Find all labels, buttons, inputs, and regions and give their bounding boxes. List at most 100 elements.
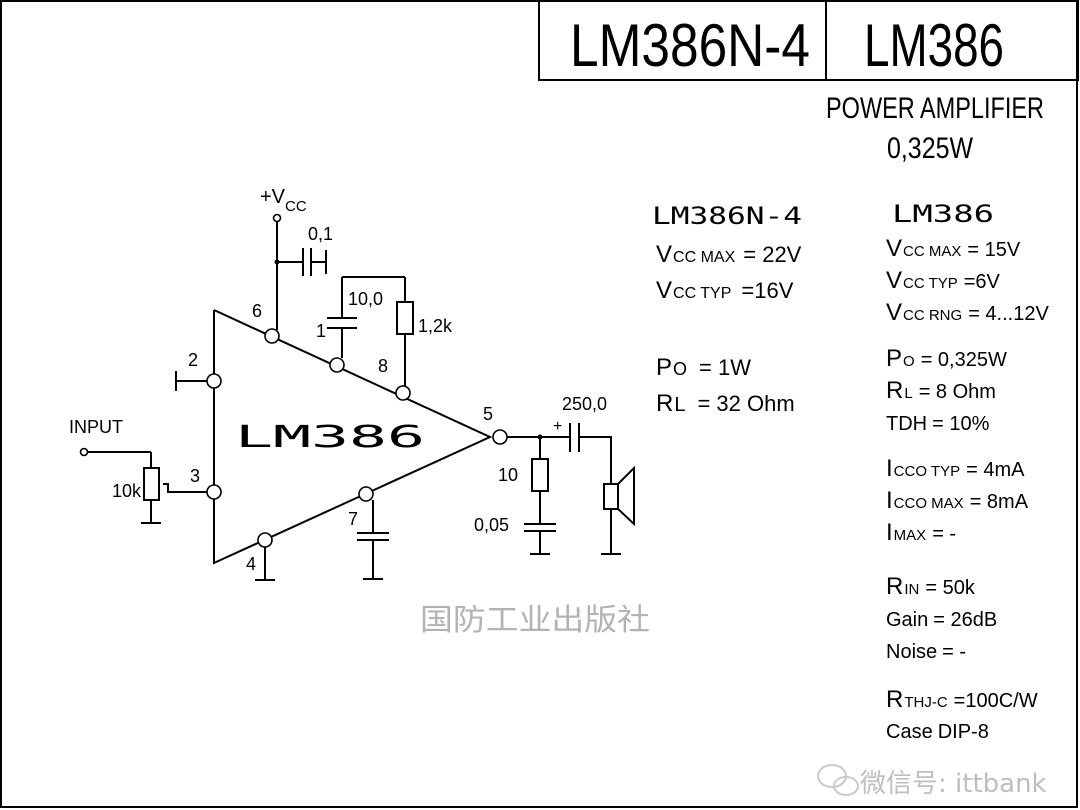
title-block: LM386N-4 LM386 POWER AMPLIFIER 0,325W (538, 0, 1079, 165)
spec-value: = 4...12V (968, 303, 1049, 325)
vcc-label: +V (260, 186, 286, 208)
pin-1 (329, 357, 345, 373)
spec-subscript: L (904, 385, 912, 402)
pin-3 (206, 484, 222, 500)
pin-5 (492, 429, 508, 445)
pin-8-label: 8 (378, 356, 388, 376)
spec-value: = 22V (743, 242, 801, 267)
spec-subscript: CC TYP (903, 275, 958, 292)
spec-symbol: Case (886, 721, 933, 743)
c-out-polarity: + (553, 418, 562, 435)
pin-6-label: 6 (252, 301, 262, 321)
spec-symbol: R (886, 377, 903, 404)
spec-subscript: CC MAX (673, 249, 736, 266)
r-zobel-body (531, 458, 549, 492)
pot-wiper (163, 483, 207, 493)
spec-symbol: I (886, 519, 893, 546)
spec-row: VCC TYP =16V (656, 277, 794, 304)
title-subtitle: POWER AMPLIFIER (826, 92, 1044, 125)
spec-subscript: O (673, 359, 687, 379)
circuit: LM386 +V CC 0,1 6 1 10,0 1,2k 8 (69, 186, 635, 581)
spec-symbol: P (656, 354, 672, 381)
pot-value: 10k (112, 481, 142, 501)
spec-symbol: Gain (886, 609, 928, 631)
spec-value: = 15V (967, 239, 1020, 261)
title-part-right: LM386 (864, 12, 1004, 79)
wechat-id: 微信号: ittbank (860, 769, 1047, 799)
vcc-sub-label: CC (285, 198, 307, 215)
spec-value: = 8mA (970, 491, 1029, 513)
r-zobel-value: 10 (498, 465, 518, 485)
c-zobel-value: 0,05 (474, 515, 509, 535)
spec-value: = 1W (699, 355, 751, 380)
spec-symbol: V (886, 267, 902, 294)
spec-subscript: MAX (894, 527, 927, 544)
c-out-lead (579, 436, 612, 484)
pin-3-label: 3 (190, 466, 200, 486)
spec-row: TDH= 10% (886, 413, 990, 435)
pin-7-label: 7 (348, 509, 358, 529)
spec-row: PO = 1W (656, 354, 751, 381)
spec-row: RL= 8 Ohm (886, 377, 996, 404)
spec-row: ICCO MAX= 8mA (886, 487, 1029, 514)
r-gain-value: 1,2k (418, 316, 453, 336)
spec-subscript: CC TYP (673, 285, 731, 302)
c-vcc-value: 0,1 (308, 224, 333, 244)
pin-2-label: 2 (188, 350, 198, 370)
spec-row: PO= 0,325W (886, 345, 1007, 372)
spec-value: = 0,325W (921, 349, 1007, 371)
spec-row: RTHJ-C=100C/W (886, 686, 1038, 713)
spec-row: RIN = 50k (886, 573, 976, 600)
spec-row: VCC TYP=6V (886, 267, 1001, 294)
spec-row: Noise= - (886, 641, 966, 663)
spec-symbol: V (656, 277, 672, 304)
wechat-watermark: 微信号: ittbank (817, 764, 1047, 799)
spec-value: =16V (741, 278, 793, 303)
input-label: INPUT (69, 417, 123, 437)
c-gain-value: 10,0 (348, 289, 383, 309)
spec-value: DIP-8 (938, 721, 989, 743)
spec-symbol: R (886, 573, 903, 600)
pin-5-label: 5 (483, 404, 493, 424)
input-terminal (79, 447, 89, 457)
publisher-watermark: 国防工业出版社 (420, 603, 650, 638)
speaker-coil (603, 483, 619, 510)
speaker-cone-icon (617, 465, 635, 527)
spec-symbol: I (886, 455, 893, 482)
spec-value: = 10% (932, 413, 989, 435)
pot-body (143, 467, 160, 501)
spec-heading: LM386N-4 (652, 202, 802, 230)
spec-value: = 26dB (933, 609, 997, 631)
spec-value: = 50k (925, 577, 975, 599)
pin-7 (358, 486, 374, 502)
pin-1-label: 1 (316, 321, 326, 341)
spec-symbol: TDH (886, 413, 927, 435)
spec-row: IMAX = - (886, 519, 956, 546)
spec-row: Gain= 26dB (886, 609, 997, 631)
chip-label: LM386 (235, 420, 425, 455)
c-out-value: 250,0 (562, 394, 607, 414)
spec-value: = - (942, 641, 966, 663)
spec-heading: LM386 (892, 200, 994, 228)
spec-row: VCC MAX= 22V (656, 241, 802, 268)
r-gain-body (396, 301, 414, 335)
pin-8 (395, 385, 411, 401)
spec-value: =100C/W (954, 690, 1038, 712)
spec-subscript: THJ-C (904, 694, 947, 711)
pin-2 (206, 373, 222, 389)
pin-6 (264, 328, 280, 344)
spec-subscript: IN (904, 581, 919, 598)
wechat-logo-icon (817, 764, 859, 796)
spec-value: = - (932, 523, 956, 545)
spec-row: VCC MAX= 15V (886, 235, 1021, 262)
pin-4-label: 4 (246, 554, 256, 574)
pin-4 (257, 532, 273, 548)
spec-symbol: R (656, 390, 673, 417)
title-power: 0,325W (887, 132, 974, 165)
spec-subscript: L (674, 394, 685, 416)
spec-subscript: CCO TYP (894, 463, 960, 480)
spec-row: VCC RNG= 4...12V (886, 299, 1049, 326)
